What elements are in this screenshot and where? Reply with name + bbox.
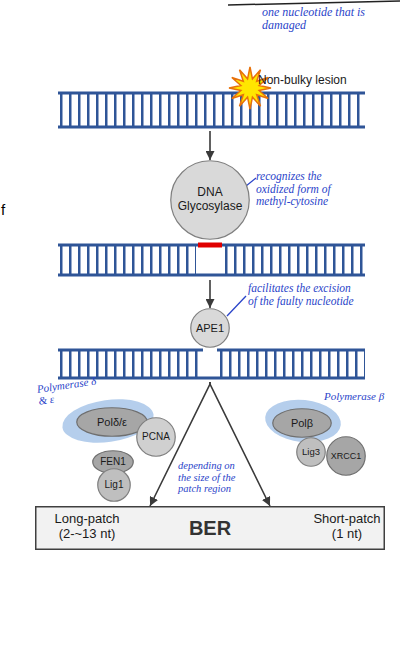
- outline-shape: [327, 437, 366, 476]
- node-text: Polβ: [291, 417, 313, 430]
- pathway-band: Long-patch (2-~13 nt) BER Short-patch (1 n…: [35, 506, 385, 550]
- ladder-backing: [54, 346, 370, 382]
- node-text: XRCC1: [331, 451, 362, 461]
- enzyme-circle: DNA Glycosylase: [170, 160, 250, 240]
- node-text: Non-bulky lesion: [258, 74, 347, 88]
- node-text: Short-patch (1 nt): [307, 512, 387, 542]
- enzyme-ellipse: Polβ: [272, 408, 332, 438]
- dna-strand: [58, 274, 365, 277]
- outline-shape: [297, 438, 326, 467]
- node-text: Lig1: [105, 479, 124, 491]
- handwritten-note: depending on the size of the patch regio…: [178, 460, 244, 495]
- cropped-letter: f: [1, 202, 5, 219]
- node-text: Polδ/ε: [97, 416, 127, 429]
- lesion-star-outline: [228, 66, 272, 110]
- handwritten-note: Polymerase δ & ε: [36, 374, 101, 407]
- outline-shape: [191, 309, 230, 348]
- dna-strand: [222, 244, 365, 247]
- node-text: FEN1: [100, 456, 126, 468]
- outline-shape: [137, 418, 176, 457]
- handwritten-note: one nucleotide that is damaged: [262, 6, 380, 32]
- dna-rungs: [220, 351, 365, 377]
- enzyme-circle: APE1: [190, 308, 230, 348]
- node-text: Long-patch (2-~13 nt): [49, 512, 125, 542]
- ladder-backing: [54, 239, 370, 280]
- dna-rungs: [225, 246, 365, 274]
- ladder-backing: [54, 89, 370, 131]
- enzyme-circle: XRCC1: [326, 436, 366, 476]
- dna-strand: [58, 349, 203, 352]
- outline-shape: [77, 408, 148, 437]
- handwritten-note: recognizes the oxidized form of methyl-c…: [256, 170, 360, 208]
- node-text: APE1: [196, 322, 224, 335]
- top-rule: [228, 1, 400, 5]
- node-text: PCNA: [142, 431, 170, 443]
- node-text: Lig3: [302, 447, 320, 458]
- dna-strand: [58, 92, 365, 95]
- dna-rungs: [60, 351, 201, 377]
- dna-strand: [58, 244, 198, 247]
- outline-shape: [171, 161, 250, 240]
- note-leader: [227, 296, 246, 316]
- dna-rungs: [60, 94, 365, 126]
- highlight-blob: [263, 396, 343, 446]
- handwritten-note: facilitates the excision of the faulty n…: [248, 282, 360, 307]
- dna-strand: [58, 377, 365, 380]
- outline-shape: [98, 469, 131, 502]
- outline-shape: [273, 409, 332, 438]
- note-leader: [246, 178, 256, 186]
- lesion-star: Non-bulky lesion: [228, 66, 272, 110]
- dna-strand: [58, 126, 365, 129]
- dna-rungs: [60, 246, 196, 274]
- enzyme-circle: Lig1: [97, 468, 131, 502]
- enzyme-circle: Lig3: [296, 437, 326, 467]
- enzyme-circle: PCNA: [136, 417, 176, 457]
- node-text: BER: [170, 517, 250, 540]
- handwritten-note: Polymerase β: [324, 390, 386, 402]
- node-text: DNA Glycosylase: [172, 186, 248, 214]
- excised-base: [198, 243, 222, 248]
- dna-strand: [217, 349, 365, 352]
